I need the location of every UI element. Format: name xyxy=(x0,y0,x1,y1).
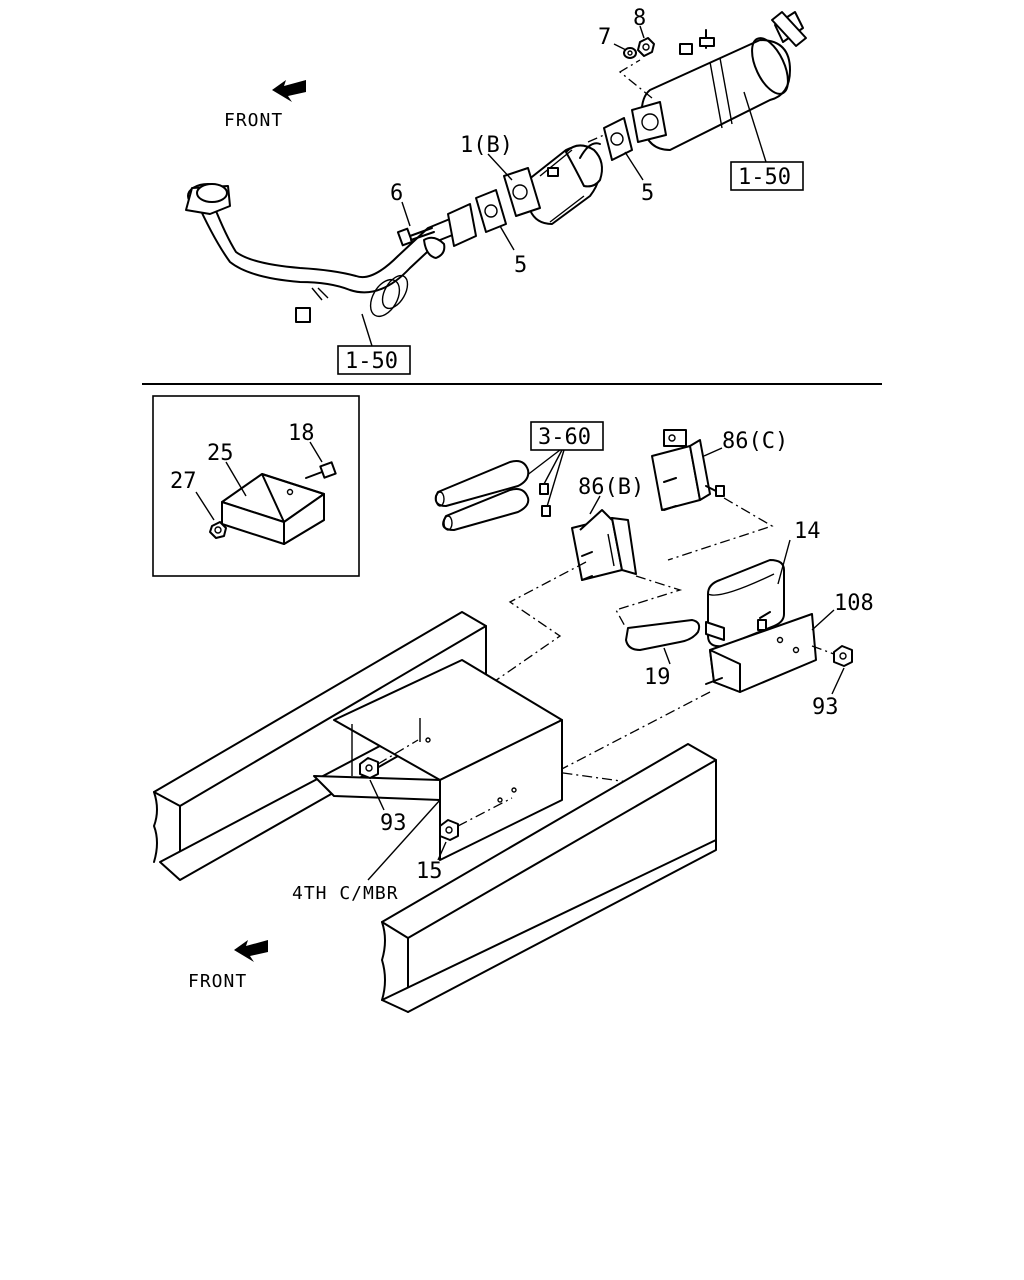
muffler xyxy=(631,11,807,151)
callout-1b: 1(B) xyxy=(460,133,513,158)
solenoid-valve-86c xyxy=(651,429,725,511)
callout-86b: 86(B) xyxy=(578,475,644,500)
callout-27: 27 xyxy=(170,469,197,494)
callout-14: 14 xyxy=(794,519,821,544)
svg-text:1-50: 1-50 xyxy=(345,349,398,374)
callout-15: 15 xyxy=(416,859,443,884)
front-exhaust-pipe xyxy=(185,183,477,323)
svg-text:1-50: 1-50 xyxy=(738,165,791,190)
bracket-108 xyxy=(705,613,817,693)
frame-right-rail xyxy=(381,743,717,1013)
front-arrow-bottom xyxy=(234,940,268,962)
nut-8 xyxy=(637,37,655,57)
bolt-6 xyxy=(396,227,435,247)
callout-108: 108 xyxy=(834,591,874,616)
nut-15 xyxy=(439,819,459,841)
solenoid-valve-86b xyxy=(571,509,637,581)
callout-5-left: 5 xyxy=(514,253,527,278)
callout-7: 7 xyxy=(598,25,611,50)
callout-18: 18 xyxy=(288,421,315,446)
muffler-ref-box: 1-50 xyxy=(730,161,804,191)
front-arrow-top xyxy=(272,80,306,102)
front-label-bottom: FRONT xyxy=(188,971,247,992)
callout-19: 19 xyxy=(644,665,671,690)
crossmember xyxy=(313,659,563,861)
nut-93-left xyxy=(359,757,379,779)
pipe-ref-box: 1-50 xyxy=(337,345,411,375)
detail-inset: 18 25 27 xyxy=(152,395,360,577)
gasket-5-right xyxy=(603,117,633,161)
callout-93-right: 93 xyxy=(812,695,839,720)
washer-7 xyxy=(623,47,637,59)
hose-19 xyxy=(625,619,701,651)
gasket-5-left xyxy=(475,189,507,233)
callout-8: 8 xyxy=(633,6,646,31)
bolt-18 xyxy=(305,461,337,479)
hoses xyxy=(434,460,551,531)
front-label-top: FRONT xyxy=(224,110,283,131)
callout-25: 25 xyxy=(207,441,234,466)
callout-6: 6 xyxy=(390,181,403,206)
nut-27 xyxy=(209,521,227,539)
catalytic-converter xyxy=(503,142,603,225)
svg-text:3-60: 3-60 xyxy=(538,425,591,450)
vacuum-tank-14 xyxy=(705,559,785,648)
member-label: 4TH C/MBR xyxy=(292,883,399,904)
callout-93-left: 93 xyxy=(380,811,407,836)
callout-86c: 86(C) xyxy=(722,429,788,454)
hose-ref-box: 3-60 xyxy=(530,421,604,451)
nut-93-right xyxy=(833,645,853,667)
callout-5-right: 5 xyxy=(641,181,654,206)
